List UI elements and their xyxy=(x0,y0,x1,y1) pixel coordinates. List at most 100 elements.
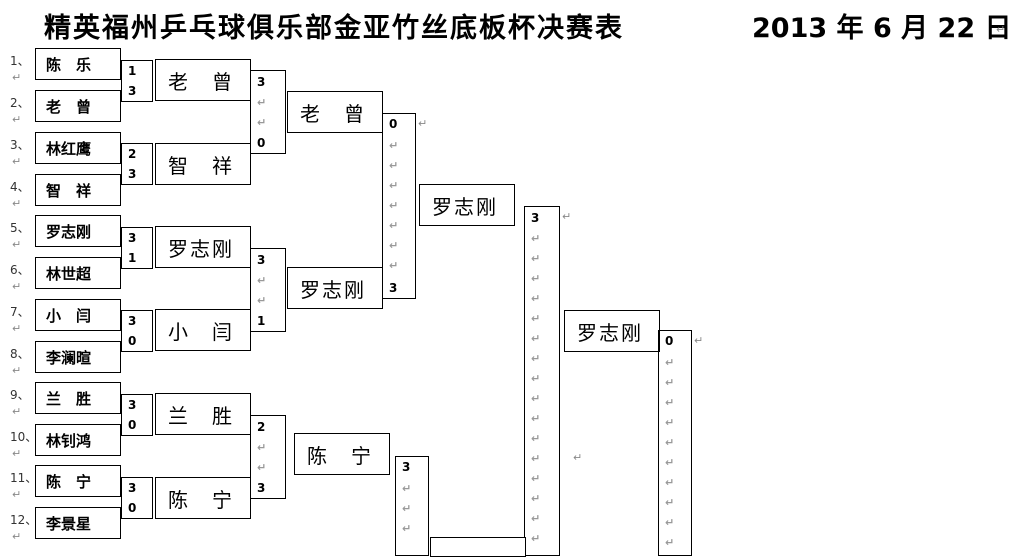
score-value: 0 xyxy=(665,334,674,348)
score-value: 3 xyxy=(128,398,137,412)
return-mark: ↵ xyxy=(418,117,428,130)
score-value: 3 xyxy=(128,314,137,328)
return-mark: ↵ xyxy=(531,372,541,385)
score-value: 0 xyxy=(389,117,398,131)
seed-number: 7、 xyxy=(10,305,30,319)
player-box-r1: 老 曾 xyxy=(35,90,121,122)
return-mark: ↵ xyxy=(257,116,267,129)
score-value: 0 xyxy=(128,418,137,432)
return-mark: ↵ xyxy=(402,482,412,495)
return-mark: ↵ xyxy=(665,516,675,529)
score-bracket: 3 ↵ ↵ 0 xyxy=(250,70,286,154)
seed-number: 12、 xyxy=(10,513,38,527)
seed-number: 4、 xyxy=(10,180,30,194)
score-value: 3 xyxy=(389,281,398,295)
return-mark: ↵ xyxy=(12,113,22,126)
return-mark: ↵ xyxy=(389,139,399,152)
return-mark: ↵ xyxy=(665,456,675,469)
return-mark: ↵ xyxy=(531,312,541,325)
return-mark: ↵ xyxy=(531,472,541,485)
score-bracket: 0 ↵ ↵ ↵ ↵ ↵ ↵ ↵ 3 xyxy=(382,113,416,299)
return-mark: ↵ xyxy=(12,238,22,251)
player-box-r3: 罗志刚 xyxy=(287,267,383,309)
player-box-r3: 陈 宁 xyxy=(294,433,390,475)
return-mark: ↵ xyxy=(389,219,399,232)
return-mark: ↵ xyxy=(531,432,541,445)
return-mark: ↵ xyxy=(12,405,22,418)
return-mark: ↵ xyxy=(389,159,399,172)
player-box-r1: 陈 宁 xyxy=(35,465,121,497)
return-mark: ↵ xyxy=(402,502,412,515)
player-box-r1: 林红鹰 xyxy=(35,132,121,164)
score-bracket: 2 ↵ ↵ 3 xyxy=(250,415,286,499)
player-box-r1: 智 祥 xyxy=(35,174,121,206)
seed-number: 2、 xyxy=(10,96,30,110)
event-date: 2013 年 6 月 22 日 xyxy=(752,13,1012,44)
return-mark: ↵ xyxy=(257,461,267,474)
return-mark: ↵ xyxy=(389,199,399,212)
return-mark: ↵ xyxy=(12,530,22,543)
return-mark: ↵ xyxy=(665,416,675,429)
return-mark: ↵ xyxy=(389,179,399,192)
return-mark: ↵ xyxy=(12,155,22,168)
score-value: 2 xyxy=(128,147,137,161)
return-mark: ↵ xyxy=(389,239,399,252)
player-box-r1: 林钊鸿 xyxy=(35,424,121,456)
player-box-r4-lower xyxy=(430,537,526,557)
score-value: 3 xyxy=(128,167,137,181)
return-mark: ↵ xyxy=(12,364,22,377)
return-mark: ↵ xyxy=(531,232,541,245)
score-bracket: 3 1 xyxy=(121,227,153,269)
player-box-r2: 罗志刚 xyxy=(155,226,251,268)
return-mark: ↵ xyxy=(665,436,675,449)
seed-number: 10、 xyxy=(10,430,38,444)
player-box-r2: 老 曾 xyxy=(155,59,251,101)
seed-number: 9、 xyxy=(10,388,30,402)
score-bracket: 3 0 xyxy=(121,477,153,519)
return-mark: ↵ xyxy=(12,488,22,501)
seed-number: 11、 xyxy=(10,471,38,485)
return-mark: ↵ xyxy=(562,210,572,223)
seed-number: 3、 xyxy=(10,138,30,152)
score-value: 1 xyxy=(257,314,266,328)
return-mark: ↵ xyxy=(257,294,267,307)
return-mark: ↵ xyxy=(12,322,22,335)
score-value: 0 xyxy=(128,501,137,515)
player-box-r1: 兰 胜 xyxy=(35,382,121,414)
return-mark: ↵ xyxy=(665,476,675,489)
return-mark: ↵ xyxy=(531,452,541,465)
return-mark: ↵ xyxy=(12,71,22,84)
return-mark: ↵ xyxy=(257,441,267,454)
player-box-r2: 陈 宁 xyxy=(155,477,251,519)
score-value: 3 xyxy=(128,231,137,245)
score-value: 1 xyxy=(128,251,137,265)
return-mark: ↵ xyxy=(531,292,541,305)
score-value: 2 xyxy=(257,420,266,434)
return-mark: ↵ xyxy=(665,356,675,369)
player-box-r1: 陈 乐 xyxy=(35,48,121,80)
score-bracket: 3 ↵ ↵ 1 xyxy=(250,248,286,332)
seed-number: 1、 xyxy=(10,54,30,68)
return-mark: ↵ xyxy=(531,252,541,265)
score-bracket: 3 ↵ ↵ ↵ xyxy=(395,456,429,556)
return-mark: ↵ xyxy=(531,512,541,525)
player-box-r1: 小 闫 xyxy=(35,299,121,331)
score-bracket: 0 ↵ ↵ ↵ ↵ ↵ ↵ ↵ ↵ ↵ ↵ xyxy=(658,330,692,556)
return-mark: ↵ xyxy=(665,376,675,389)
player-box-r3: 老 曾 xyxy=(287,91,383,133)
return-mark: ↵ xyxy=(573,451,583,464)
seed-number: 6、 xyxy=(10,263,30,277)
return-mark: ↵ xyxy=(665,496,675,509)
return-mark: ↵ xyxy=(531,532,541,545)
player-box-r2: 兰 胜 xyxy=(155,393,251,435)
return-mark: ↵ xyxy=(665,536,675,549)
return-mark: ↵ xyxy=(531,392,541,405)
return-mark: ↵ xyxy=(12,197,22,210)
player-box-r2: 小 闫 xyxy=(155,309,251,351)
return-mark: ↵ xyxy=(531,332,541,345)
player-box-r4: 罗志刚 xyxy=(419,184,515,226)
return-mark: ↵ xyxy=(389,259,399,272)
return-mark: ↵ xyxy=(257,96,267,109)
score-bracket: 3 0 xyxy=(121,310,153,352)
score-bracket: 1 3 xyxy=(121,60,153,102)
